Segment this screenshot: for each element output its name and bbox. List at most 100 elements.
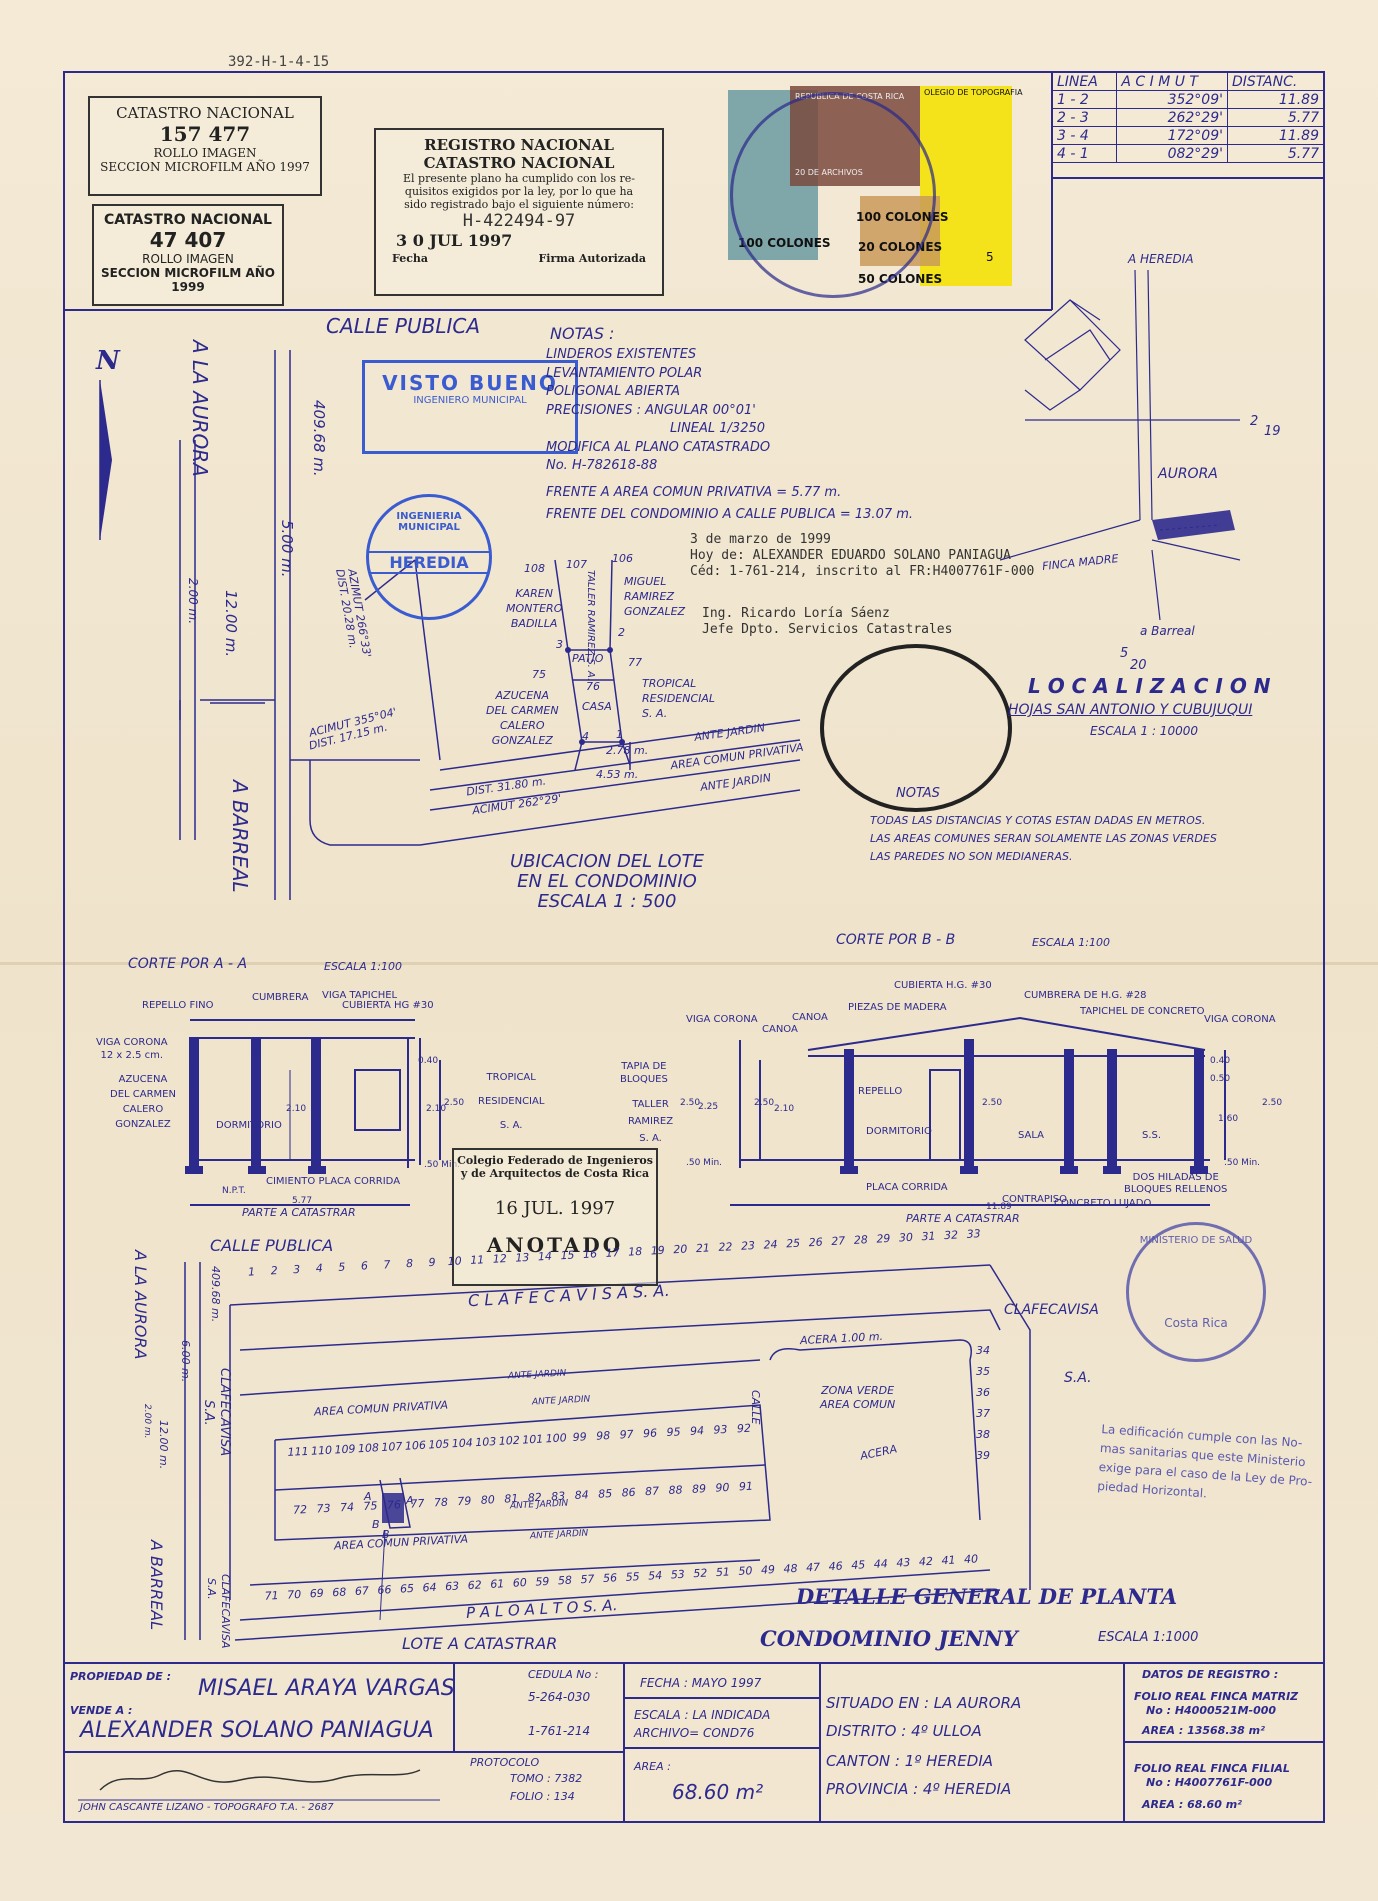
nota-item: LINDEROS EXISTENTES <box>546 347 697 362</box>
karen-line: KAREN <box>515 587 553 600</box>
lot-76: 76 <box>586 680 600 693</box>
lot-number: 35 <box>976 1365 990 1378</box>
tropical-line: RESIDENCIAL <box>478 1096 545 1107</box>
catastro-stamp-1997: CATASTRO NACIONAL 157 477 ROLLO IMAGEN S… <box>88 96 322 196</box>
point-3: 3 <box>556 638 563 651</box>
point-2: 2 <box>618 626 625 639</box>
corte-b-contrapiso: CONTRAPISO <box>1002 1194 1068 1205</box>
corte-a-npt: N.P.T. <box>222 1186 246 1196</box>
detalle-title: DETALLE GENERAL DE PLANTA <box>796 1584 1178 1609</box>
map-grid-19: 19 <box>1264 424 1281 439</box>
taller-line: S. A. <box>639 1133 662 1144</box>
hiladas-line: DOS HILADAS DE <box>1132 1172 1219 1183</box>
tropical-line: RESIDENCIAL <box>642 692 716 705</box>
lot-number: 39 <box>976 1449 990 1462</box>
nota-item: POLIGONAL ABIERTA <box>546 384 680 399</box>
tapia-line: BLOQUES <box>620 1074 668 1085</box>
corte-a-577: 5.77 <box>292 1196 313 1206</box>
nota-item: No. H-782618-88 <box>546 458 658 473</box>
dim-278-label: 2.78 m. <box>606 744 649 757</box>
tb-protocolo: PROTOCOLO <box>470 1756 540 1769</box>
tb-folio: FOLIO : 134 <box>510 1790 575 1803</box>
tb-distrito: DISTRITO : 4º ULLOA <box>826 1722 982 1740</box>
viga-line: 12 x 2.5 cm. <box>100 1050 164 1061</box>
table-cell: 082°29' <box>1116 144 1228 163</box>
corte-b-canoa2: CANOA <box>762 1024 798 1035</box>
ubicacion-label: UBICACION DEL LOTE EN EL CONDOMINIO ESCA… <box>510 852 704 912</box>
point-1: 1 <box>616 728 623 741</box>
azucena-line: CALERO <box>122 1104 164 1115</box>
map-grid-20: 20 <box>1130 658 1147 673</box>
tb-archivo: ARCHIVO= COND76 <box>634 1726 755 1740</box>
miguel-line: MIGUEL <box>624 575 667 588</box>
corte-b-050: 0.50 <box>1210 1074 1231 1084</box>
point-4: 4 <box>582 730 589 743</box>
tb-cedula2: 1-761-214 <box>528 1724 591 1738</box>
colegio-date: 16 JUL. 1997 <box>494 1198 616 1219</box>
tb-tomo: TOMO : 7382 <box>510 1772 583 1785</box>
corte-a-repello: REPELLO FINO <box>142 1000 214 1011</box>
corte-b-1189: 11.89 <box>986 1202 1012 1212</box>
tb-canton: CANTON : 1º HEREDIA <box>826 1752 994 1770</box>
corte-a-dormitorio: DORMITORIO <box>216 1120 282 1131</box>
azucena-line: DEL CARMEN <box>110 1089 176 1100</box>
tb-vende-label: VENDE A : <box>70 1704 133 1717</box>
tb-topografo: JOHN CASCANTE LIZANO - TOPOGRAFO T.A. - … <box>80 1802 334 1813</box>
tb-area: 68.60 m² <box>672 1780 764 1804</box>
plan-a-mark: A <box>364 1490 372 1503</box>
table-cell: 1 - 2 <box>1051 90 1118 109</box>
tb-propiedad-label: PROPIEDAD DE : <box>70 1670 172 1683</box>
tb-no-filial: No : H4007761F-000 <box>1146 1776 1273 1789</box>
typed-annotation: 3 de marzo de 1999 Hoy de: ALEXANDER EDU… <box>690 532 1034 580</box>
map-aurora: AURORA <box>1158 466 1218 482</box>
typed-line: Céd: 1-761-214, inscrito al FR:H4007761F… <box>690 564 1035 579</box>
corte-b-parte: PARTE A CATASTRAR <box>906 1212 1020 1225</box>
plan-clafecavisa-right: CLAFECAVISA <box>1004 1302 1099 1318</box>
corte-b-min-b: .50 Min. <box>1224 1158 1261 1168</box>
corte-b-viga2: VIGA CORONA <box>1204 1014 1276 1025</box>
lot-106: 106 <box>612 552 633 565</box>
corte-b-title: CORTE POR B - B <box>836 932 956 948</box>
corte-b-repello: REPELLO <box>858 1086 903 1097</box>
typed-line: Jefe Dpto. Servicios Catastrales <box>702 622 953 637</box>
calle-publica-label: CALLE PUBLICA <box>326 314 481 338</box>
plan-b2-mark: B <box>382 1528 390 1541</box>
lot-number: 38 <box>976 1428 990 1441</box>
corte-b-escala: ESCALA 1:100 <box>1032 936 1110 949</box>
catastro-seal <box>820 644 1012 812</box>
lot-107: 107 <box>566 558 587 571</box>
casa-label: CASA <box>582 700 612 713</box>
localizacion-escala: ESCALA 1 : 10000 <box>1090 724 1198 738</box>
colegio-stamp: Colegio Federado de Ingenieros y de Arqu… <box>452 1148 658 1286</box>
plan-sa-right: S.A. <box>1064 1370 1092 1386</box>
ubicacion-line: UBICACION DEL LOTE <box>510 851 704 872</box>
corte-b-tapichel: TAPICHEL DE CONCRETO <box>1080 1006 1205 1017</box>
lot-number: 37 <box>976 1407 990 1420</box>
map-barreal: a Barreal <box>1140 624 1195 638</box>
zona-line: AREA COMUN <box>820 1398 896 1411</box>
salud-country: Costa Rica <box>1164 1316 1228 1330</box>
corte-b-250d: 2.50 <box>1262 1098 1283 1108</box>
azucena-line: AZUCENA <box>495 689 550 702</box>
corte-a-040: 0.40 <box>418 1056 439 1066</box>
tb-cedula-label: CEDULA No : <box>528 1668 599 1681</box>
corte-a-cubierta: CUBIERTA HG #30 <box>342 1000 434 1011</box>
dim-453-label: 4.53 m. <box>596 768 639 781</box>
nota2-item: LAS PAREDES NO SON MEDIANERAS. <box>870 850 1073 863</box>
catastro-stamp-1999: CATASTRO NACIONAL 47 407 ROLLO IMAGEN SE… <box>92 204 284 306</box>
corte-b-piezas: PIEZAS DE MADERA <box>848 1002 947 1013</box>
tb-situado: SITUADO EN : LA AURORA <box>826 1694 1022 1712</box>
localizacion-hojas: HOJAS SAN ANTONIO Y CUBUJUQUI <box>1008 702 1253 718</box>
tb-owner: MISAEL ARAYA VARGAS <box>198 1676 455 1701</box>
azucena-line: GONZALEZ <box>491 734 553 747</box>
tb-provincia: PROVINCIA : 4º HEREDIA <box>826 1780 1012 1798</box>
